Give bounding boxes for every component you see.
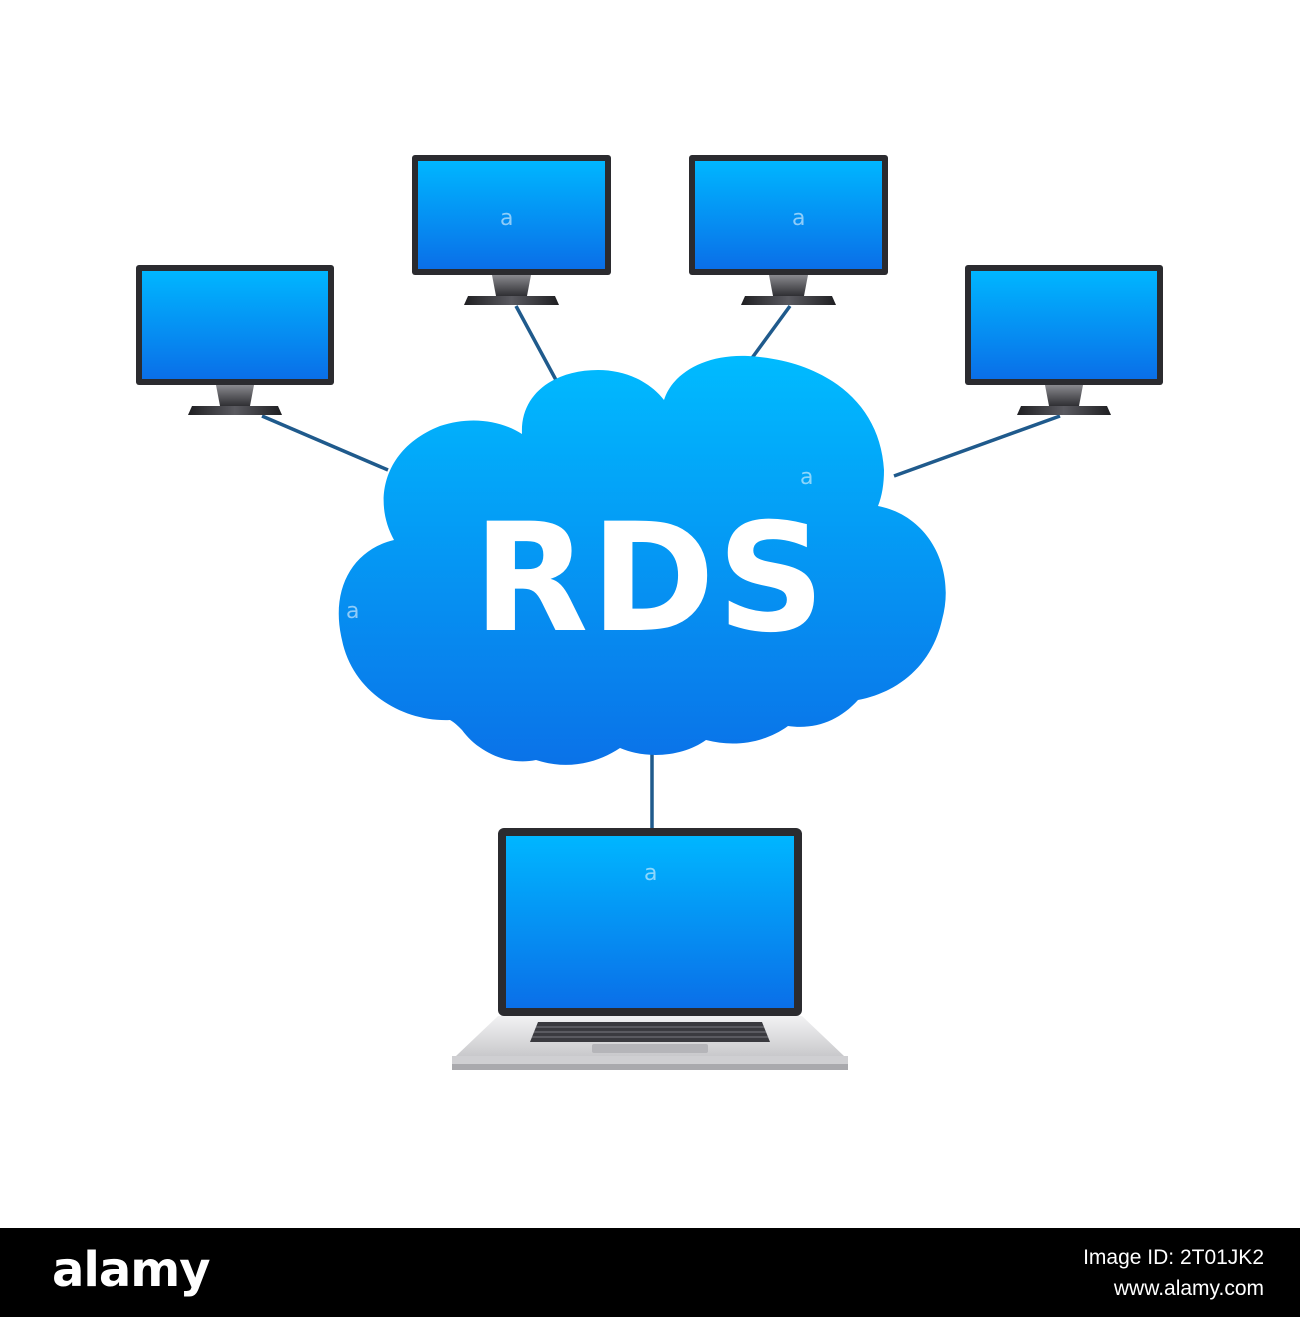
monitor-upper-left: a: [412, 155, 611, 305]
watermark-glyph: a: [346, 599, 359, 624]
image-id: Image ID: 2T01JK2: [1083, 1246, 1264, 1269]
rds-label: RDS: [473, 492, 827, 666]
footer-url: www.alamy.com: [1113, 1277, 1264, 1300]
laptop-touchpad: [592, 1044, 708, 1053]
laptop-keyboard: [530, 1022, 770, 1042]
monitor-top-left: [136, 265, 334, 415]
watermark-glyph: a: [800, 465, 813, 490]
brand-logo: alamy: [52, 1242, 211, 1298]
rds-cloud: RDS a a: [338, 355, 946, 765]
connector-top-left: [261, 414, 389, 472]
watermark-glyph: a: [644, 861, 657, 886]
watermark-glyph: a: [792, 206, 805, 231]
connector-upper-right: [750, 304, 792, 360]
monitor-top-right: [965, 265, 1163, 415]
connector-top-right: [893, 414, 1061, 478]
laptop-bottom: a: [452, 828, 848, 1070]
watermark-glyph: a: [500, 206, 513, 231]
connector-upper-left: [514, 305, 558, 381]
footer-info: Image ID: 2T01JK2 www.alamy.com: [1083, 1242, 1264, 1304]
monitor-upper-right: a: [689, 155, 888, 305]
rds-network-diagram: a a RDS a a a: [136, 155, 1163, 1070]
diagram-canvas: a a RDS a a a: [136, 155, 1163, 1070]
stock-footer: alamy Image ID: 2T01JK2 www.alamy.com: [0, 1228, 1300, 1317]
